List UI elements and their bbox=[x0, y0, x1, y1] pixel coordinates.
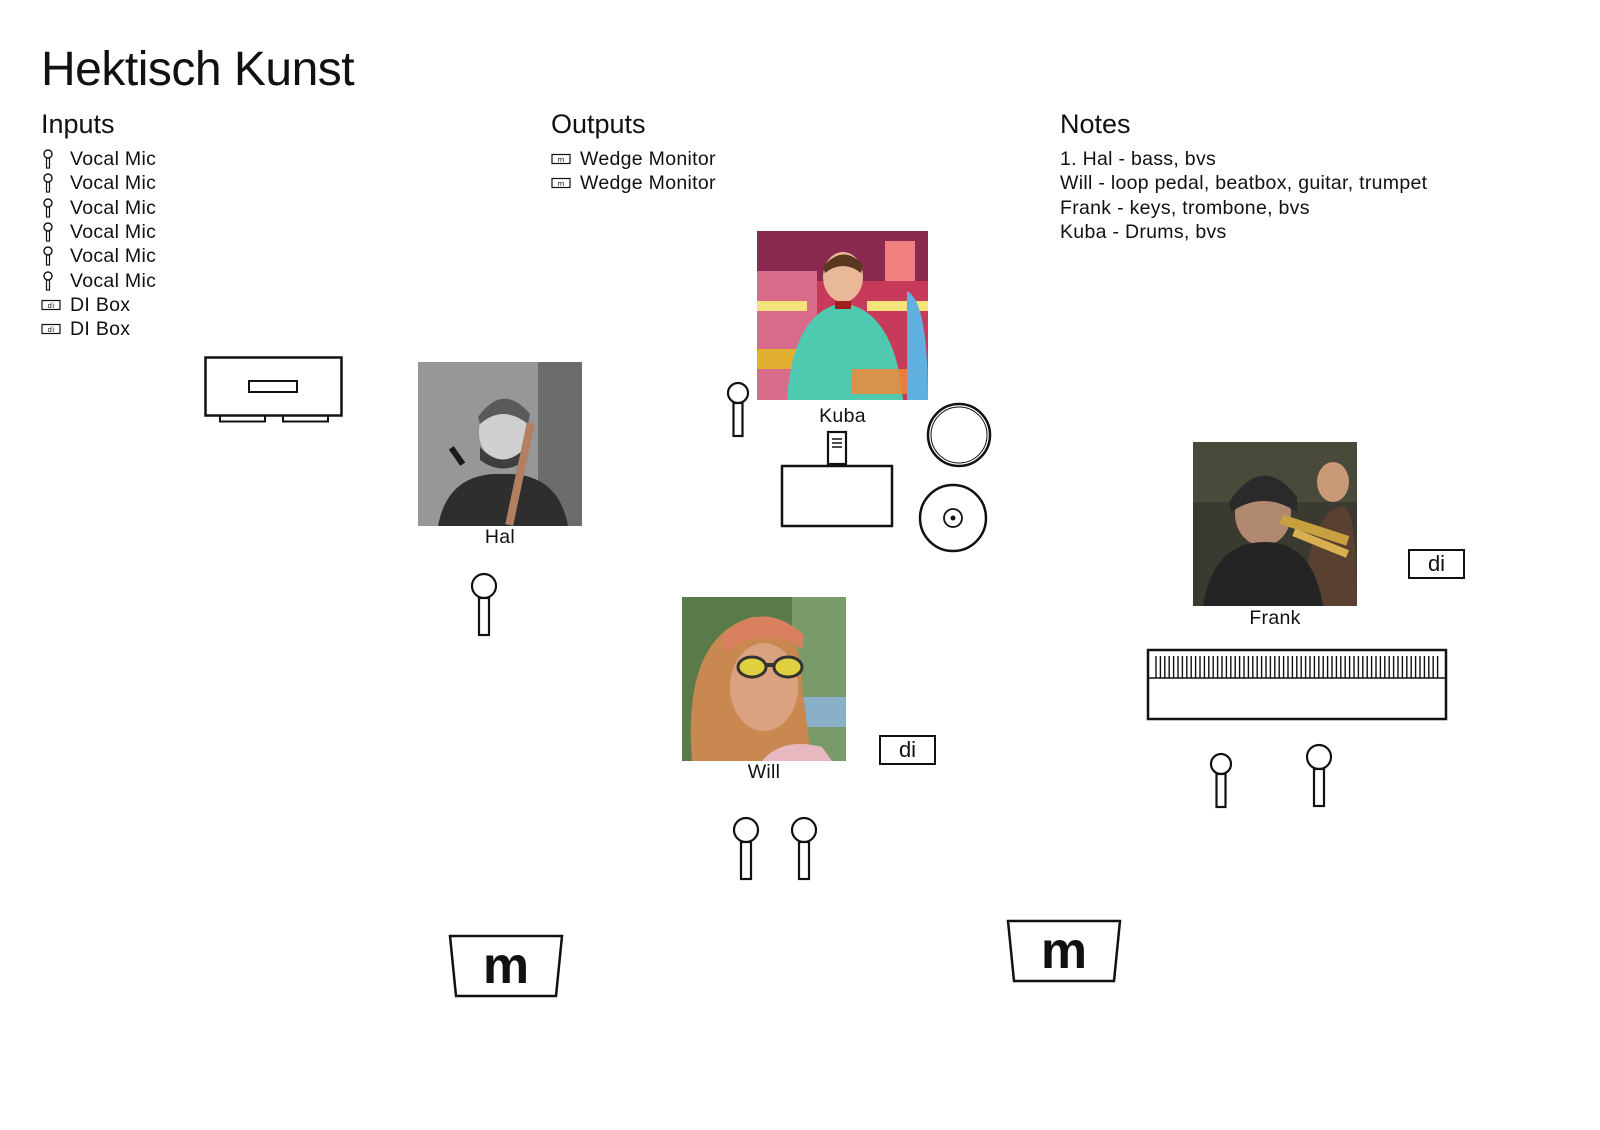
list-item: m Wedge Monitor bbox=[551, 171, 716, 195]
wedge-monitor-icon: m bbox=[551, 177, 580, 189]
wedge-monitor-left: m bbox=[448, 934, 564, 998]
notes-block: 1. Hal - bass, bvs Will - loop pedal, be… bbox=[1060, 147, 1427, 244]
drum-kit-icon bbox=[780, 430, 894, 528]
monitor-label: m bbox=[1040, 922, 1088, 980]
performer-name-kuba: Kuba bbox=[819, 405, 866, 427]
list-item: Vocal Mic bbox=[41, 196, 156, 220]
di-box-icon: di bbox=[41, 299, 70, 311]
wedge-monitor-right: m bbox=[1006, 919, 1122, 983]
drum-icon bbox=[918, 483, 988, 553]
input-label: DI Box bbox=[70, 318, 131, 341]
mic-icon bbox=[790, 816, 818, 881]
di-box-icon: di bbox=[879, 735, 936, 765]
frank-photo bbox=[1193, 442, 1357, 606]
list-item: di DI Box bbox=[41, 293, 156, 317]
notes-line: 1. Hal - bass, bvs bbox=[1060, 148, 1217, 170]
mic-icon bbox=[1209, 752, 1233, 809]
di-box-icon: di bbox=[41, 323, 70, 335]
input-label: Vocal Mic bbox=[70, 196, 157, 219]
input-label: Vocal Mic bbox=[70, 148, 157, 171]
inputs-list: Vocal Mic Vocal Mic Vocal Mic Vocal Mic … bbox=[41, 147, 156, 341]
input-label: Vocal Mic bbox=[70, 221, 157, 244]
notes-line: Will - loop pedal, beatbox, guitar, trum… bbox=[1060, 172, 1428, 195]
input-label: Vocal Mic bbox=[70, 269, 157, 292]
inputs-heading: Inputs bbox=[41, 109, 115, 139]
page-title: Hektisch Kunst bbox=[41, 43, 355, 96]
monitor-label: m bbox=[482, 937, 530, 995]
input-label: Vocal Mic bbox=[70, 245, 157, 268]
performer-name-frank: Frank bbox=[1249, 607, 1301, 629]
mic-icon bbox=[726, 381, 750, 438]
output-label: Wedge Monitor bbox=[580, 172, 716, 195]
svg-text:m: m bbox=[557, 180, 564, 188]
notes-line: Frank - keys, trombone, bvs bbox=[1060, 196, 1310, 219]
bass-amp-icon bbox=[204, 356, 343, 423]
mic-icon bbox=[41, 173, 70, 194]
list-item: Vocal Mic bbox=[41, 220, 156, 244]
will-photo bbox=[682, 597, 846, 761]
mic-icon bbox=[41, 246, 70, 266]
notes-heading: Notes bbox=[1060, 109, 1131, 139]
mic-icon bbox=[41, 149, 70, 169]
mic-icon bbox=[41, 198, 70, 218]
list-item: Vocal Mic bbox=[41, 244, 156, 268]
list-item: di DI Box bbox=[41, 317, 156, 341]
di-box-icon: di bbox=[1408, 549, 1465, 579]
outputs-heading: Outputs bbox=[551, 109, 646, 139]
mic-icon bbox=[41, 222, 70, 242]
performer-name-hal: Hal bbox=[484, 526, 516, 548]
performer-name-will: Will bbox=[747, 761, 781, 783]
kuba-photo bbox=[757, 231, 928, 400]
notes-line: Kuba - Drums, bvs bbox=[1060, 220, 1227, 243]
mic-icon bbox=[1305, 743, 1333, 808]
wedge-monitor-icon bbox=[448, 934, 564, 998]
svg-text:di: di bbox=[48, 326, 55, 334]
mic-icon bbox=[41, 270, 70, 291]
keyboard-icon bbox=[1146, 648, 1448, 721]
mic-icon bbox=[470, 572, 498, 637]
wedge-monitor-icon bbox=[1006, 919, 1122, 983]
hal-photo bbox=[418, 362, 582, 526]
output-label: Wedge Monitor bbox=[580, 148, 716, 171]
input-label: Vocal Mic bbox=[70, 172, 157, 195]
cymbal-icon bbox=[926, 402, 992, 468]
list-item: Vocal Mic bbox=[41, 147, 156, 171]
wedge-monitor-icon: m bbox=[551, 153, 580, 165]
svg-text:m: m bbox=[557, 156, 564, 164]
svg-text:di: di bbox=[48, 302, 55, 310]
input-label: DI Box bbox=[70, 293, 131, 316]
list-item: Vocal Mic bbox=[41, 171, 156, 195]
list-item: Vocal Mic bbox=[41, 268, 156, 292]
list-item: m Wedge Monitor bbox=[551, 147, 716, 171]
mic-icon bbox=[732, 816, 760, 881]
